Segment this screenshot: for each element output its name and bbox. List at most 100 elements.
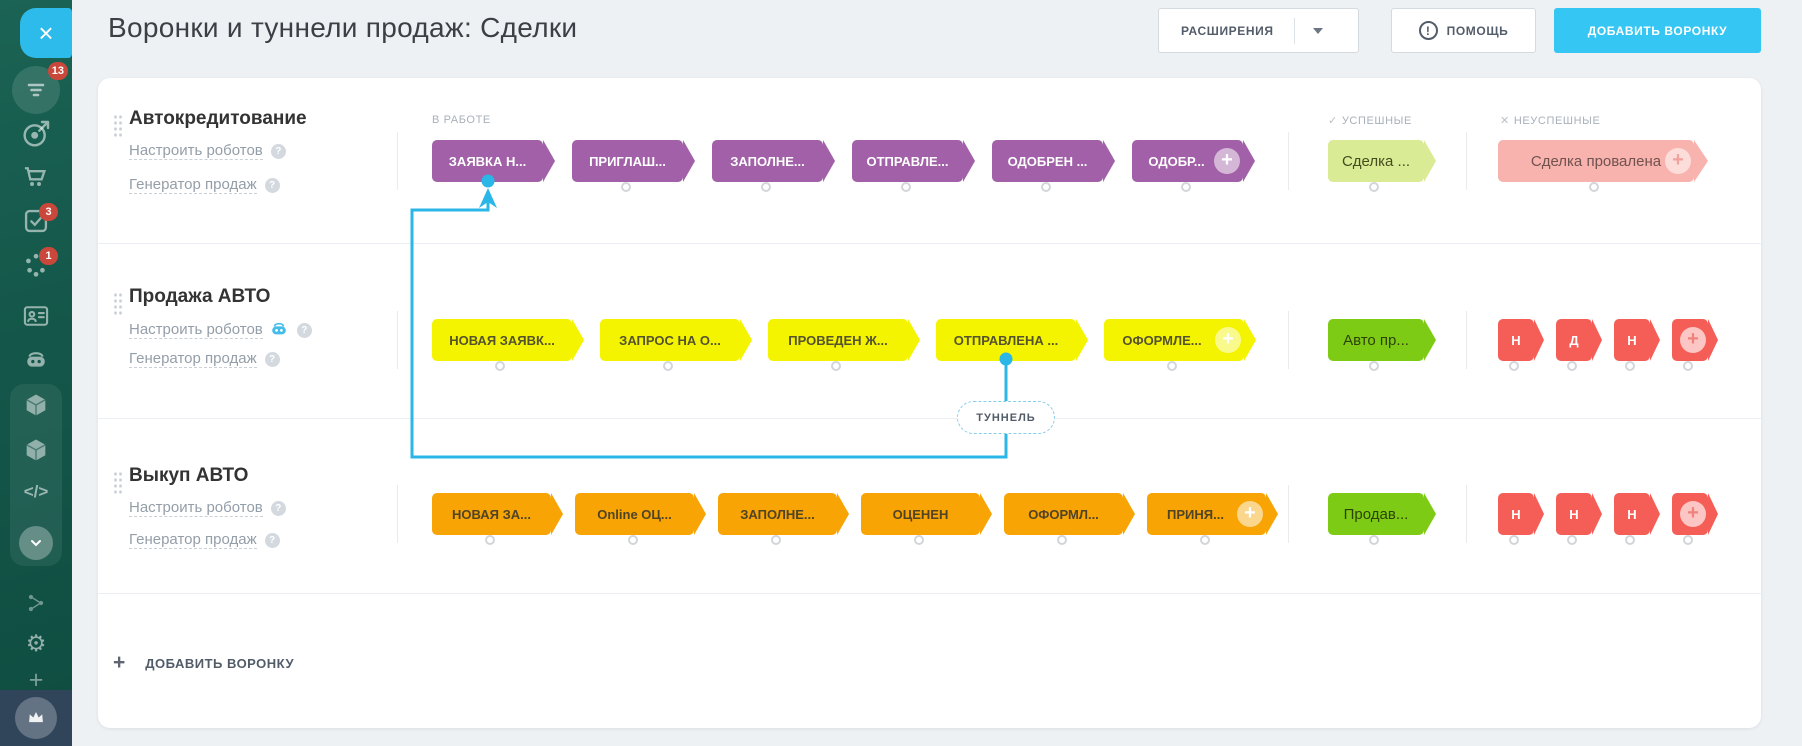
add-stage-button[interactable]: + (1680, 327, 1706, 353)
help-button[interactable]: ! ПОМОЩЬ (1391, 8, 1536, 53)
stage-chevron[interactable]: ЗАПОЛНЕ... (718, 493, 849, 545)
tunnel-label-pill[interactable]: ТУННЕЛЬ (957, 401, 1055, 434)
help-question-icon[interactable]: ? (264, 533, 280, 548)
drag-handle[interactable] (113, 292, 123, 316)
sidebar-item-robot[interactable] (21, 345, 51, 373)
fail-stage-chevron[interactable]: Сделка провалена + (1498, 140, 1708, 192)
stage-connector-port[interactable] (900, 182, 911, 192)
stage-connector-port[interactable] (1369, 182, 1379, 192)
stage-chevron[interactable]: НОВАЯ ЗА... (432, 493, 563, 545)
stage-connector-port[interactable] (1199, 535, 1210, 545)
sidebar-item-live-feed[interactable]: 13 (12, 62, 68, 114)
configure-robots-label[interactable]: Настроить роботов (129, 499, 263, 517)
stage-chevron[interactable]: ОДОБРЕН ... (992, 140, 1115, 192)
configure-robots-link[interactable]: Настроить роботов? (129, 142, 286, 160)
stage-chevron[interactable]: ОЦЕНЕН (861, 493, 992, 545)
sales-generator-label[interactable]: Генератор продаж (129, 531, 257, 549)
fail-stage-add[interactable]: + (1672, 493, 1718, 545)
fail-stage-add[interactable]: + (1672, 319, 1718, 371)
help-question-icon[interactable]: ? (296, 323, 312, 338)
sidebar-item-crm[interactable]: 1 (22, 247, 58, 279)
sidebar-item-crm-target[interactable] (20, 118, 52, 150)
stage-connector-port[interactable] (627, 535, 638, 545)
stage-chevron[interactable]: ОДОБР... + (1132, 140, 1255, 192)
add-stage-button[interactable]: + (1237, 501, 1263, 527)
stage-chevron[interactable]: ПРИНЯ... + (1147, 493, 1278, 545)
stage-connector-port[interactable] (484, 535, 495, 545)
sidebar-item-market[interactable] (22, 391, 50, 419)
configure-robots-link[interactable]: Настроить роботов? (129, 499, 286, 517)
subscription-button[interactable] (15, 697, 57, 739)
stage-connector-port[interactable] (1625, 361, 1635, 371)
sidebar-item-settings[interactable]: ⚙ (26, 630, 47, 657)
configure-robots-label[interactable]: Настроить роботов (129, 321, 263, 339)
help-question-icon[interactable]: ? (270, 144, 286, 159)
sidebar-item-contacts[interactable] (22, 302, 50, 330)
stage-connector-port[interactable] (1683, 535, 1693, 545)
stage-chevron[interactable]: ЗАПРОС НА О... (600, 319, 752, 371)
stage-connector-port[interactable] (1509, 535, 1519, 545)
drag-handle[interactable] (113, 114, 123, 138)
success-stage-chevron[interactable]: Авто пр... (1328, 319, 1436, 371)
stage-connector-port[interactable] (760, 182, 771, 192)
fail-stage-chevron[interactable]: Д (1556, 319, 1602, 371)
stage-connector-port[interactable] (1509, 361, 1519, 371)
add-funnel-link[interactable]: + ДОБАВИТЬ ВОРОНКУ (113, 651, 294, 675)
add-funnel-button[interactable]: ДОБАВИТЬ ВОРОНКУ (1554, 8, 1761, 53)
stage-connector-port[interactable] (1369, 535, 1379, 545)
stage-chevron[interactable]: Online ОЦ... (575, 493, 706, 545)
stage-connector-port[interactable] (1625, 535, 1635, 545)
stage-connector-port[interactable] (495, 361, 505, 371)
configure-robots-label[interactable]: Настроить роботов (129, 142, 263, 160)
success-stage-chevron[interactable]: Сделка ... (1328, 140, 1436, 192)
fail-stage-chevron[interactable]: Н (1498, 493, 1544, 545)
configure-robots-link[interactable]: Настроить роботов? (129, 320, 312, 339)
stage-connector-port[interactable] (913, 535, 924, 545)
fail-stage-chevron[interactable]: Н (1614, 319, 1660, 371)
stage-connector-port[interactable] (1056, 535, 1067, 545)
sidebar-item-developer[interactable]: </> (24, 482, 49, 502)
sidebar-item-market-2[interactable] (22, 436, 50, 464)
help-question-icon[interactable]: ? (264, 178, 280, 193)
sales-generator-link[interactable]: Генератор продаж? (129, 531, 280, 549)
add-stage-button[interactable]: + (1215, 327, 1241, 353)
add-stage-button[interactable]: + (1680, 501, 1706, 527)
stage-chevron[interactable]: ОТПРАВЛЕ... (852, 140, 975, 192)
stage-connector-port[interactable] (1040, 182, 1051, 192)
stage-chevron[interactable]: ПРИГЛАШ... (572, 140, 695, 192)
fail-stage-chevron[interactable]: Н (1556, 493, 1602, 545)
fail-stage-chevron[interactable]: Н (1498, 319, 1544, 371)
fail-stage-chevron[interactable]: Н (1614, 493, 1660, 545)
stage-connector-port[interactable] (1589, 182, 1599, 192)
sidebar-item-more[interactable] (19, 526, 53, 560)
add-stage-button[interactable]: + (1214, 148, 1240, 174)
sales-generator-link[interactable]: Генератор продаж? (129, 176, 280, 194)
stage-connector-port[interactable] (1683, 361, 1693, 371)
stage-chevron[interactable]: ОТПРАВЛЕНА ... (936, 319, 1088, 361)
stage-connector-port[interactable] (663, 361, 673, 371)
sidebar-item-add[interactable]: + (29, 666, 44, 695)
stage-chevron[interactable]: ЗАЯВКА Н... (432, 140, 555, 182)
stage-chevron[interactable]: ОФОРМЛ... (1004, 493, 1135, 545)
stage-chevron[interactable]: ОФОРМЛЕ... + (1104, 319, 1256, 371)
sales-generator-link[interactable]: Генератор продаж? (129, 350, 280, 368)
stage-connector-port[interactable] (1167, 361, 1177, 371)
help-question-icon[interactable]: ? (264, 352, 280, 367)
sidebar-item-automation[interactable] (25, 592, 47, 614)
stage-connector-port[interactable] (1567, 361, 1577, 371)
sales-generator-label[interactable]: Генератор продаж (129, 176, 257, 194)
sidebar-item-tasks[interactable]: 3 (22, 203, 58, 235)
stage-connector-port[interactable] (1369, 361, 1379, 371)
sidebar-item-shop[interactable] (22, 163, 50, 191)
stage-chevron[interactable]: НОВАЯ ЗАЯВК... (432, 319, 584, 371)
add-stage-button[interactable]: + (1665, 148, 1691, 174)
stage-connector-port[interactable] (831, 361, 841, 371)
help-question-icon[interactable]: ? (270, 501, 286, 516)
sales-generator-label[interactable]: Генератор продаж (129, 350, 257, 368)
close-menu-button[interactable]: × (20, 8, 72, 58)
stage-connector-port[interactable] (770, 535, 781, 545)
stage-chevron[interactable]: ЗАПОЛНЕ... (712, 140, 835, 192)
stage-connector-port[interactable] (1567, 535, 1577, 545)
extensions-button[interactable]: РАСШИРЕНИЯ (1158, 8, 1359, 53)
chevron-down-icon[interactable] (1312, 27, 1323, 34)
